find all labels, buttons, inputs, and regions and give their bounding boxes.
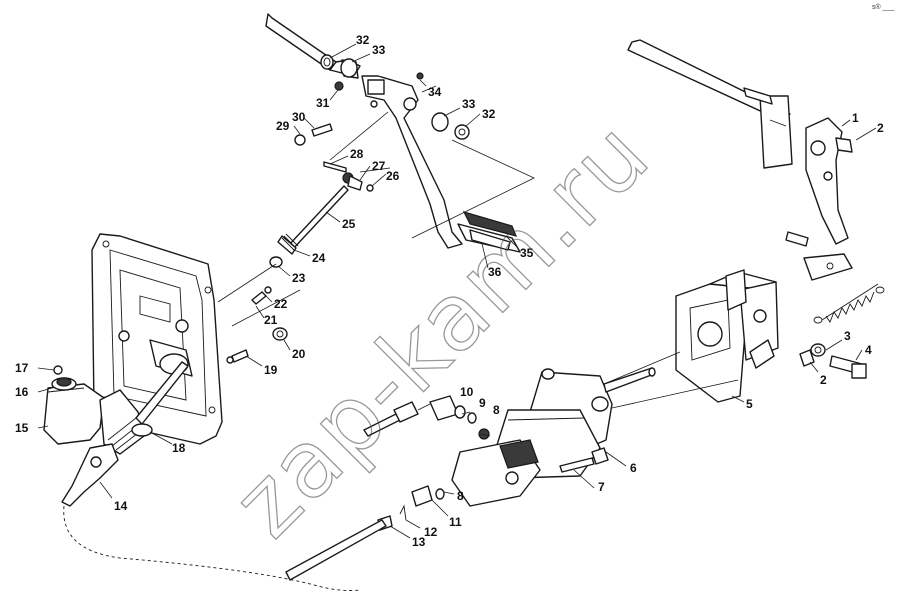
label-30: 30 xyxy=(292,110,306,124)
slave-cylinder xyxy=(43,361,189,507)
label-32b: 32 xyxy=(482,107,496,121)
clutch-booster xyxy=(451,367,656,507)
bushing-right xyxy=(431,112,470,140)
label-3: 3 xyxy=(844,329,851,343)
push-rod-assembly xyxy=(269,161,374,268)
label-9: 9 xyxy=(479,396,486,410)
label-20: 20 xyxy=(292,347,306,361)
label-34: 34 xyxy=(428,85,442,99)
fasteners-upper-left xyxy=(294,72,424,146)
mounting-bracket xyxy=(675,269,779,403)
label-2b: 2 xyxy=(820,373,827,387)
label-31: 31 xyxy=(316,96,330,110)
label-26: 26 xyxy=(386,169,400,183)
label-11: 11 xyxy=(449,515,462,529)
label-12: 12 xyxy=(424,525,438,539)
label-36: 36 xyxy=(488,265,502,279)
lever-shaft xyxy=(627,39,793,169)
label-16: 16 xyxy=(15,385,29,399)
fittings xyxy=(285,395,490,581)
label-13: 13 xyxy=(412,535,426,549)
lever-clevis xyxy=(785,231,853,281)
label-1: 1 xyxy=(852,111,859,125)
label-4: 4 xyxy=(865,343,872,357)
label-2: 2 xyxy=(877,121,884,135)
label-23: 23 xyxy=(292,271,306,285)
label-21: 21 xyxy=(264,313,278,327)
label-29: 29 xyxy=(276,119,290,133)
part-numbers: 1 2 3 4 2 5 6 7 8 9 10 8 11 12 13 14 15 … xyxy=(15,33,884,549)
label-18: 18 xyxy=(172,441,186,455)
label-33b: 33 xyxy=(462,97,476,111)
leader-lines xyxy=(37,43,877,539)
label-7: 7 xyxy=(598,480,605,494)
bushing-upper xyxy=(320,54,359,79)
clutch-pedal xyxy=(361,75,463,249)
label-33: 33 xyxy=(372,43,386,57)
label-25: 25 xyxy=(342,217,356,231)
label-27: 27 xyxy=(372,159,386,173)
fasteners-housing xyxy=(226,286,288,364)
label-8: 8 xyxy=(493,403,500,417)
label-24: 24 xyxy=(312,251,326,265)
label-32: 32 xyxy=(356,33,370,47)
label-17: 17 xyxy=(15,361,29,375)
pedal-pad xyxy=(457,211,521,253)
release-lever xyxy=(805,117,853,245)
label-6: 6 xyxy=(630,461,637,475)
label-19: 19 xyxy=(264,363,278,377)
label-22: 22 xyxy=(274,297,288,311)
label-14: 14 xyxy=(114,499,128,513)
label-5: 5 xyxy=(746,397,753,411)
label-28: 28 xyxy=(350,147,364,161)
bracket-fasteners xyxy=(799,343,867,379)
return-spring xyxy=(813,283,885,324)
label-8b: 8 xyxy=(457,489,464,503)
label-15: 15 xyxy=(15,421,29,435)
corner-mark: s® ___ xyxy=(872,3,894,11)
label-35: 35 xyxy=(520,246,534,260)
label-10: 10 xyxy=(460,385,474,399)
